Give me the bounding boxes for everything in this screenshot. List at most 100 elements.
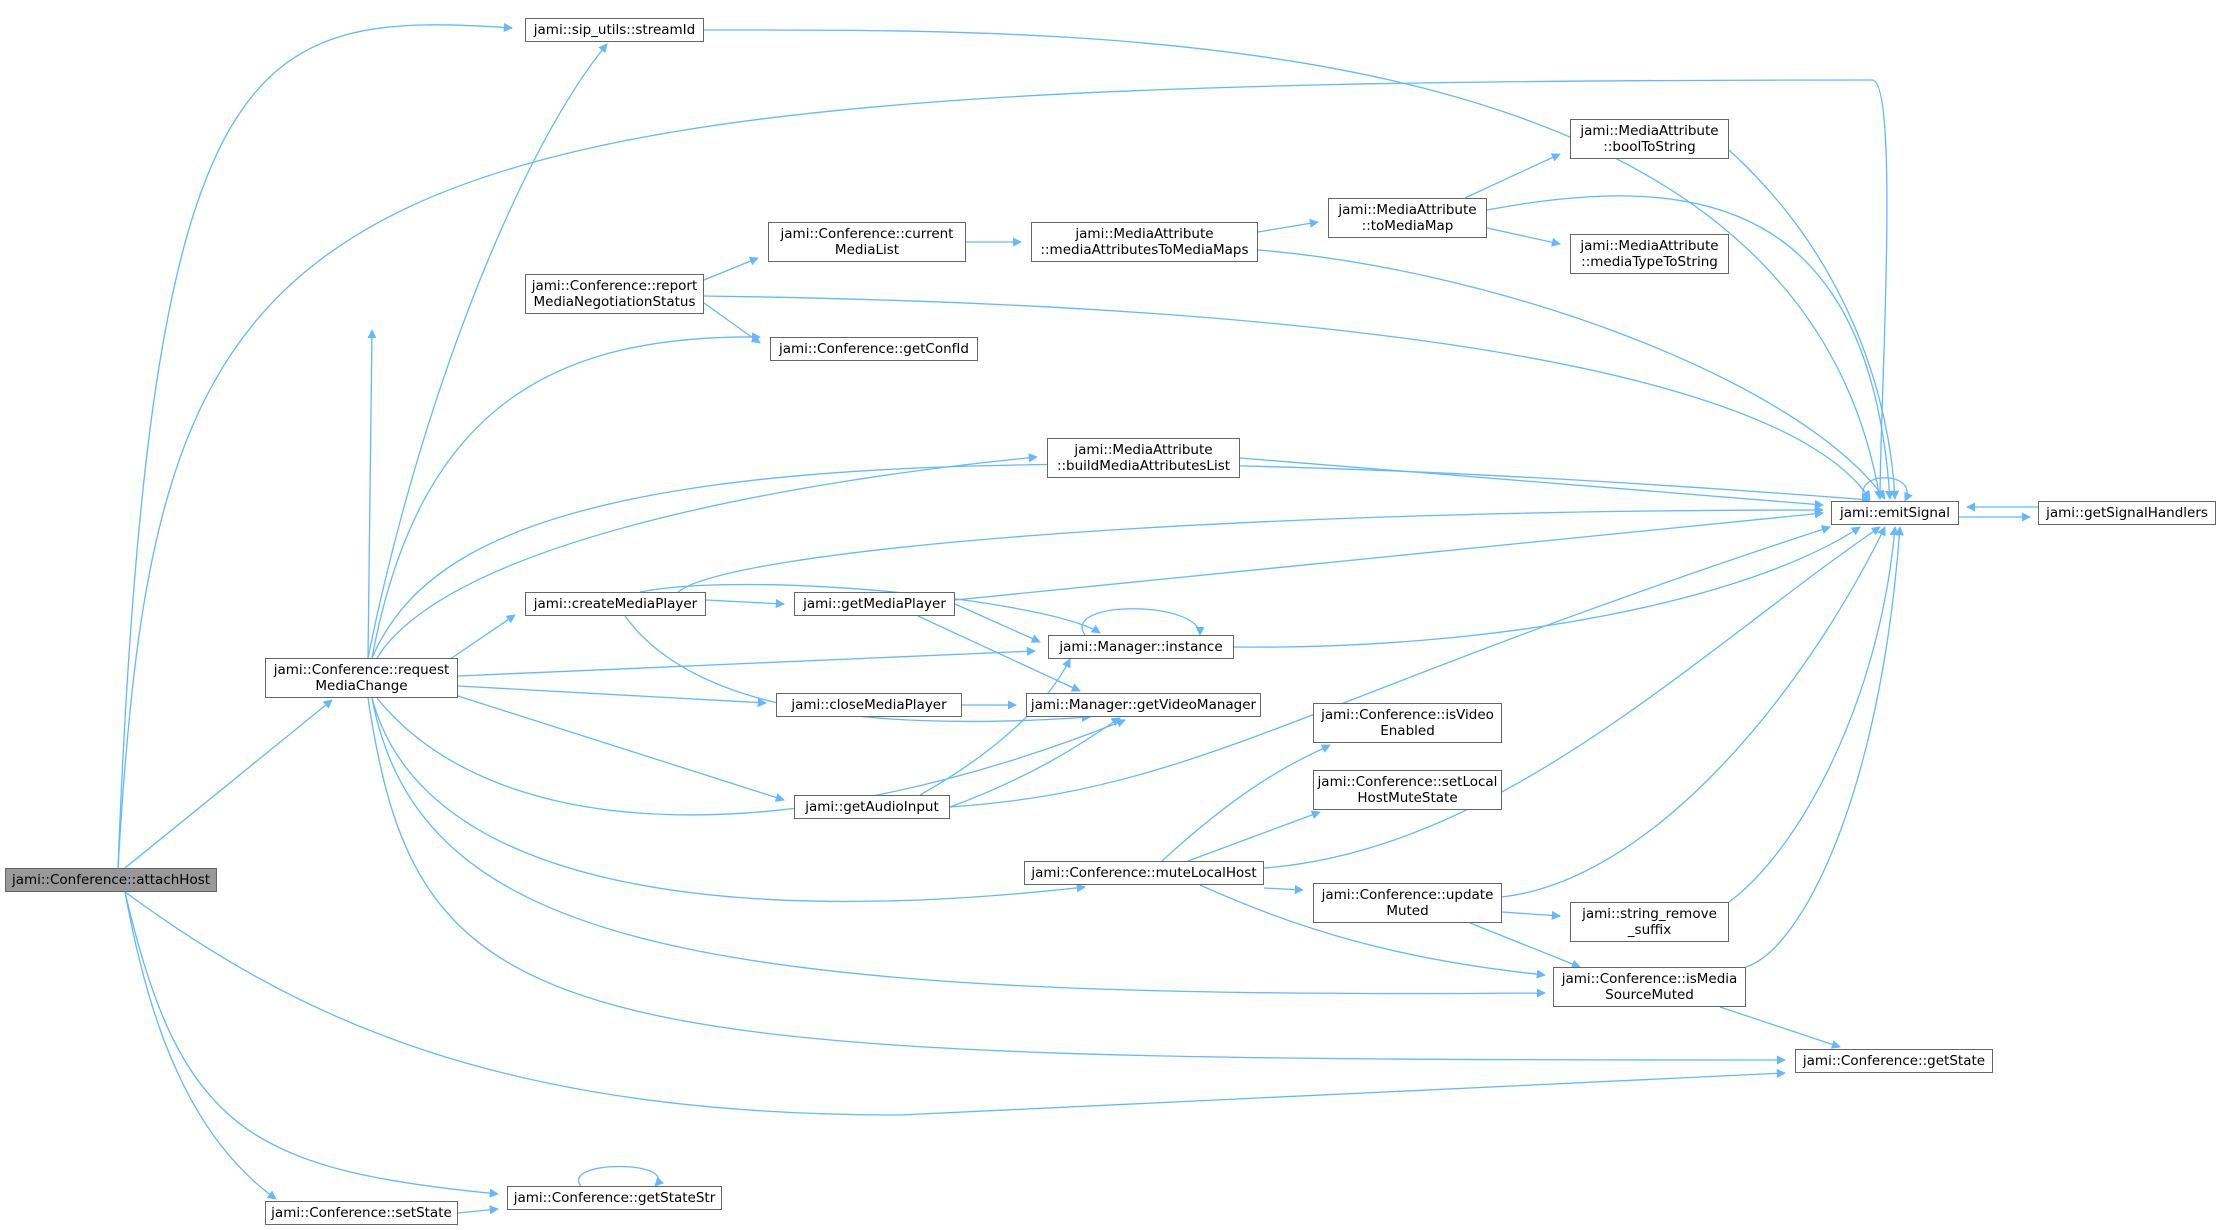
edge-arrow (677, 505, 1824, 593)
edge-arrow (703, 302, 761, 344)
edge-arrow (703, 256, 759, 281)
edge-arrow (376, 453, 1038, 659)
edge-arrow (124, 891, 499, 1198)
node-label-line: jami::Conference::getStateStr (513, 1190, 716, 1206)
node-label-line: SourceMuted (1605, 987, 1694, 1003)
node-label-line: ::boolToString (1603, 139, 1696, 155)
node-get-signal-handlers[interactable]: jami::getSignalHandlers (2038, 501, 2216, 525)
node-get-media-player[interactable]: jami::getMediaPlayer (794, 592, 955, 616)
edge-arrow (117, 79, 1888, 869)
edge-arrow (1728, 149, 1900, 500)
node-mute-local-host[interactable]: jami::Conference::muteLocalHost (1024, 861, 1264, 885)
edge-arrow (1257, 249, 1886, 500)
node-label-line: jami::closeMediaPlayer (791, 697, 947, 713)
edge-arrow (1745, 526, 1904, 968)
node-attach-host[interactable]: jami::Conference::attachHost (5, 868, 217, 892)
edge-arrow (371, 697, 1086, 903)
edge-arrow (1486, 195, 1894, 500)
node-label-line: jami::Manager::getVideoManager (1030, 697, 1257, 713)
node-label-line: jami::Manager::instance (1059, 639, 1223, 655)
edge-arrow (376, 697, 1126, 816)
node-label-line: jami::MediaAttribute (1338, 202, 1477, 218)
edge-arrow (457, 646, 1036, 677)
node-create-media-player[interactable]: jami::createMediaPlayer (525, 592, 706, 616)
node-emit-signal[interactable]: jami::emitSignal (1831, 501, 1959, 525)
node-to-media-map[interactable]: jami::MediaAttribute::toMediaMap (1328, 198, 1487, 238)
edge-arrow (1464, 153, 1561, 199)
edge-arrow (124, 891, 1786, 1116)
node-set-state[interactable]: jami::Conference::setState (265, 1201, 458, 1225)
node-label-line: jami::Conference::report (531, 278, 698, 294)
edge-arrow (371, 697, 1546, 998)
node-label-line: ::buildMediaAttributesList (1056, 458, 1231, 474)
edge-arrow (124, 891, 277, 1200)
node-media-attrs-to-maps[interactable]: jami::MediaAttribute::mediaAttributesToM… (1031, 222, 1258, 262)
edge-arrow (949, 525, 1831, 808)
node-label-line: jami::getAudioInput (805, 799, 939, 815)
edge-arrow (117, 22, 513, 869)
node-label-line: jami::Conference::getState (1802, 1053, 1986, 1069)
edge-arrow (954, 603, 1041, 643)
node-label-line: _suffix (1627, 922, 1672, 938)
edge-arrow (439, 614, 516, 667)
edge-arrow (1501, 526, 1886, 898)
node-media-type-to-string[interactable]: jami::MediaAttribute::mediaTypeToString (1570, 234, 1729, 274)
edge-arrow (919, 658, 1071, 796)
node-label-line: jami::Conference::attachHost (11, 872, 211, 888)
node-label-line: jami::Conference::isMedia (1561, 971, 1738, 987)
edge-arrow (949, 717, 1121, 808)
edge-arrow (371, 463, 1871, 659)
edge-arrow (1263, 885, 1304, 895)
edge-arrow (639, 583, 1101, 634)
edge-arrow (1862, 477, 1913, 502)
node-label-line: jami::Conference::isVideo (1321, 707, 1494, 723)
edge-arrow (1263, 526, 1881, 869)
node-get-audio-input[interactable]: jami::getAudioInput (794, 795, 950, 819)
node-manager-instance[interactable]: jami::Manager::instance (1048, 635, 1234, 659)
node-string-remove-suffix[interactable]: jami::string_remove_suffix (1570, 902, 1729, 942)
node-bool-to-string[interactable]: jami::MediaAttribute::boolToString (1570, 119, 1729, 159)
edge-arrow (367, 43, 608, 659)
node-close-media-player[interactable]: jami::closeMediaPlayer (776, 693, 962, 717)
edge-arrow (457, 685, 767, 708)
edge-arrow (1486, 227, 1561, 247)
edge-arrow (1257, 218, 1319, 233)
edge-arrow (577, 1165, 664, 1187)
edge-arrow (1161, 744, 1331, 862)
node-get-video-manager[interactable]: jami::Manager::getVideoManager (1026, 693, 1261, 717)
node-label-line: MediaNegotiationStatus (533, 294, 696, 310)
node-label-line: jami::Conference::getConfId (779, 341, 969, 357)
node-label-line: ::toMediaMap (1361, 218, 1454, 234)
node-label-line: jami::Conference::request (273, 662, 450, 678)
edge-arrow (1081, 608, 1205, 636)
node-label-line: jami::MediaAttribute (1580, 238, 1719, 254)
node-get-conf-id[interactable]: jami::Conference::getConfId (770, 337, 978, 361)
edge-arrow (1469, 922, 1581, 969)
edge-arrow (954, 509, 1824, 601)
edge-arrow (703, 295, 1871, 500)
node-label-line: jami::Conference::setLocal (1317, 774, 1498, 790)
node-get-state[interactable]: jami::Conference::getState (1795, 1049, 1993, 1073)
node-stream-id[interactable]: jami::sip_utils::streamId (525, 18, 704, 42)
edge-arrow (1719, 1006, 1841, 1049)
node-build-media-attrs[interactable]: jami::MediaAttribute::buildMediaAttribut… (1047, 438, 1240, 478)
node-get-state-str[interactable]: jami::Conference::getStateStr (507, 1186, 722, 1210)
edge-arrow (917, 615, 1081, 692)
node-label-line: jami::sip_utils::streamId (533, 22, 696, 38)
edge-arrow (367, 329, 377, 659)
edge-arrow (1728, 526, 1899, 903)
node-label-line: ::mediaTypeToString (1581, 254, 1718, 270)
edge-arrow (1233, 526, 1861, 648)
edge-arrow (705, 599, 785, 609)
node-label-line: jami::Conference::update (1321, 887, 1494, 903)
edge-arrow (367, 697, 1786, 1065)
edge-arrow (1187, 810, 1321, 862)
